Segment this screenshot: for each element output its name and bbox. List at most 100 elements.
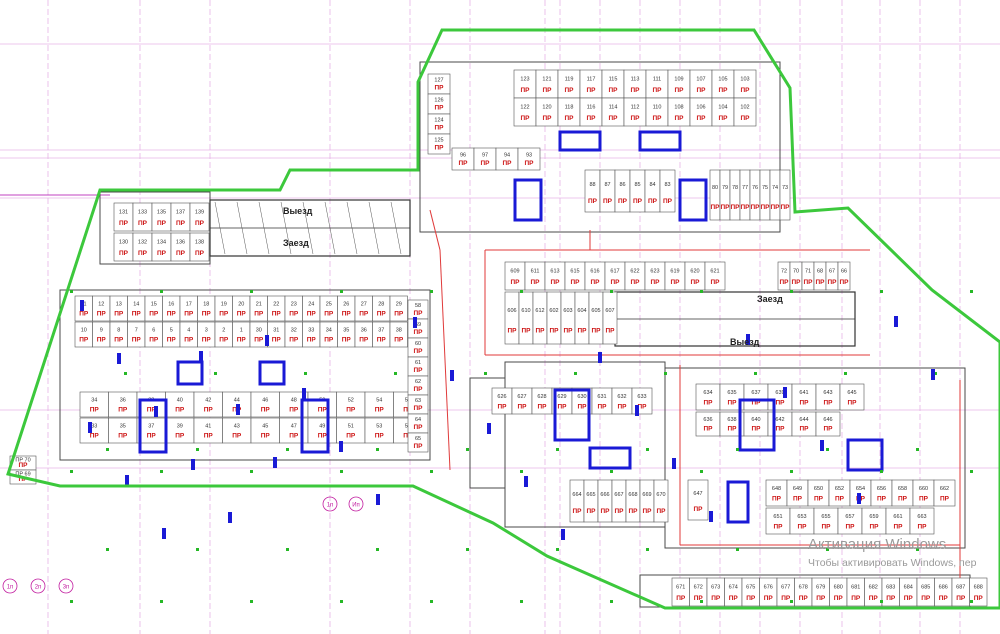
- column-blue: [80, 300, 84, 311]
- spot-number: 1: [240, 328, 243, 334]
- spot-type: ПР: [577, 403, 587, 410]
- spot-type: ПР: [572, 508, 582, 515]
- column-marker: [304, 372, 307, 375]
- spot-number: 78: [732, 185, 738, 191]
- spot-number: 17: [186, 302, 192, 308]
- spot-number: 645: [847, 390, 856, 396]
- column-marker: [286, 448, 289, 451]
- spot-box: [733, 97, 757, 127]
- spot-number: 6: [152, 328, 155, 334]
- column-marker: [250, 290, 253, 293]
- spot-box: [560, 291, 576, 345]
- spot-box: [250, 391, 280, 418]
- spot-type: ПР: [851, 595, 861, 602]
- spot-type: ПР: [346, 433, 356, 440]
- spot-number: 121: [542, 77, 551, 83]
- spot-type: ПР: [750, 204, 760, 211]
- spot-number: 48: [291, 398, 297, 404]
- spot-number: ПР 69: [15, 471, 30, 477]
- spot-number: 37: [148, 424, 154, 430]
- spot-type: ПР: [847, 399, 857, 406]
- spot-number: 96: [460, 152, 466, 158]
- spot-number: 93: [526, 152, 532, 158]
- spot-box: [136, 391, 166, 418]
- spot-number: 668: [628, 492, 637, 498]
- spot-number: 39: [177, 424, 183, 430]
- column-marker: [394, 372, 397, 375]
- spot-number: 33: [91, 424, 97, 430]
- spot-number: 102: [740, 105, 749, 111]
- spot-number: 607: [605, 308, 614, 314]
- spot-type: ПР: [377, 311, 387, 318]
- spot-box: [569, 479, 585, 523]
- spot-number: 35: [343, 328, 349, 334]
- spot-number: 84: [649, 182, 655, 188]
- spot-type: ПР: [413, 405, 423, 412]
- spot-number: 657: [845, 514, 854, 520]
- spot-box: [767, 383, 793, 411]
- spot-type: ПР: [261, 433, 271, 440]
- spot-box: [779, 169, 791, 221]
- wall-outline: [419, 61, 781, 233]
- spot-number: 636: [703, 417, 712, 423]
- spot-number: 112: [631, 105, 640, 111]
- spot-type: ПР: [793, 495, 803, 502]
- column-marker: [70, 600, 73, 603]
- spot-number: 131: [119, 210, 128, 216]
- spot-number: 629: [557, 394, 566, 400]
- spot-box: [79, 391, 109, 418]
- spot-number: 4: [187, 328, 190, 334]
- spot-type: ПР: [237, 337, 247, 344]
- spot-type: ПР: [940, 495, 950, 502]
- spot-box: [584, 169, 601, 213]
- spot-number: 118: [565, 105, 574, 111]
- spot-type: ПР: [346, 407, 356, 414]
- parking-spot: 7ПР: [127, 321, 146, 348]
- spot-type: ПР: [204, 407, 214, 414]
- column-marker: [214, 372, 217, 375]
- spot-box: [837, 261, 851, 291]
- spot-box: [719, 169, 731, 221]
- spot-type: ПР: [775, 426, 785, 433]
- spot-type: ПР: [764, 595, 774, 602]
- spot-type: ПР: [564, 115, 574, 122]
- ramp-hatch: [390, 201, 402, 255]
- wall-outline: [59, 289, 431, 461]
- stair-core: [678, 178, 708, 222]
- spot-box: [602, 291, 618, 345]
- spot-type: ПР: [600, 508, 610, 515]
- spot-box: [427, 133, 451, 155]
